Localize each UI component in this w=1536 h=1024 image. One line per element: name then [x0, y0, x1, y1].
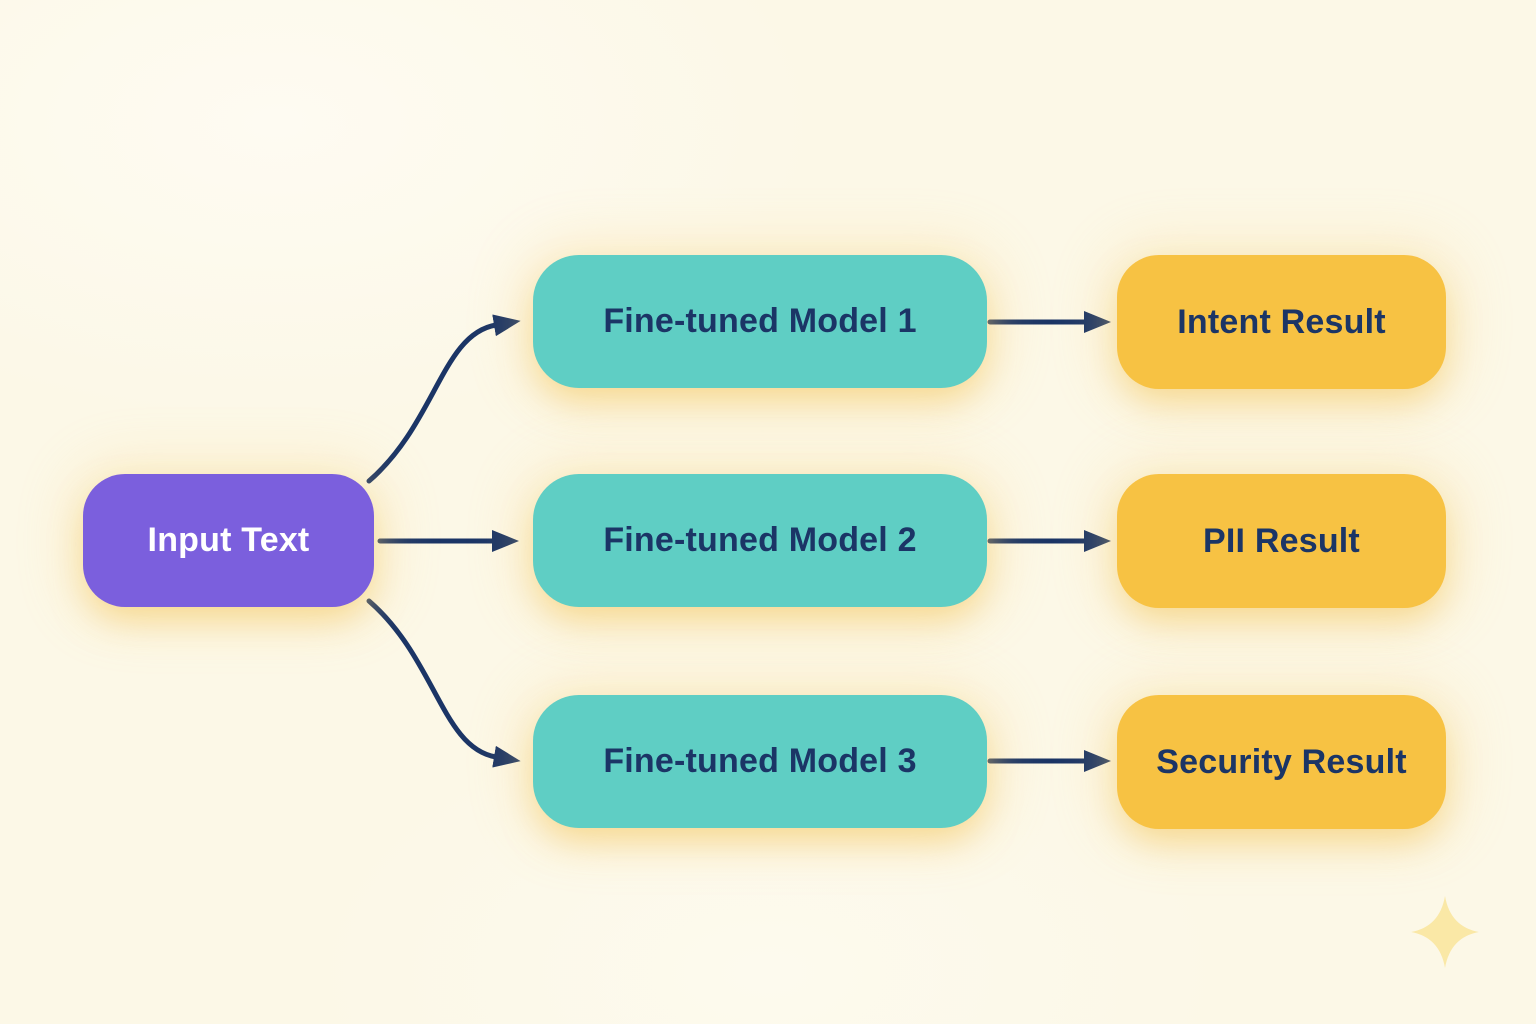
node-fine-tuned-model-3-label: Fine-tuned Model 3 [603, 742, 917, 780]
node-security-result-label: Security Result [1156, 742, 1407, 781]
edge-input-to-model-1 [366, 314, 521, 484]
sparkle-icon [1411, 896, 1479, 968]
node-fine-tuned-model-2-label: Fine-tuned Model 2 [603, 521, 917, 559]
node-fine-tuned-model-3: Fine-tuned Model 3 [533, 695, 987, 828]
node-intent-result-label: Intent Result [1177, 302, 1386, 341]
node-pii-result: PII Result [1117, 474, 1446, 608]
node-fine-tuned-model-1: Fine-tuned Model 1 [533, 255, 987, 388]
node-pii-result-label: PII Result [1203, 521, 1360, 560]
edge-input-to-model-3 [366, 598, 521, 768]
node-input-text: Input Text [83, 474, 374, 607]
node-fine-tuned-model-1-label: Fine-tuned Model 1 [603, 302, 917, 340]
node-fine-tuned-model-2: Fine-tuned Model 2 [533, 474, 987, 607]
node-input-text-label: Input Text [147, 521, 310, 559]
node-security-result: Security Result [1117, 695, 1446, 829]
node-intent-result: Intent Result [1117, 255, 1446, 389]
